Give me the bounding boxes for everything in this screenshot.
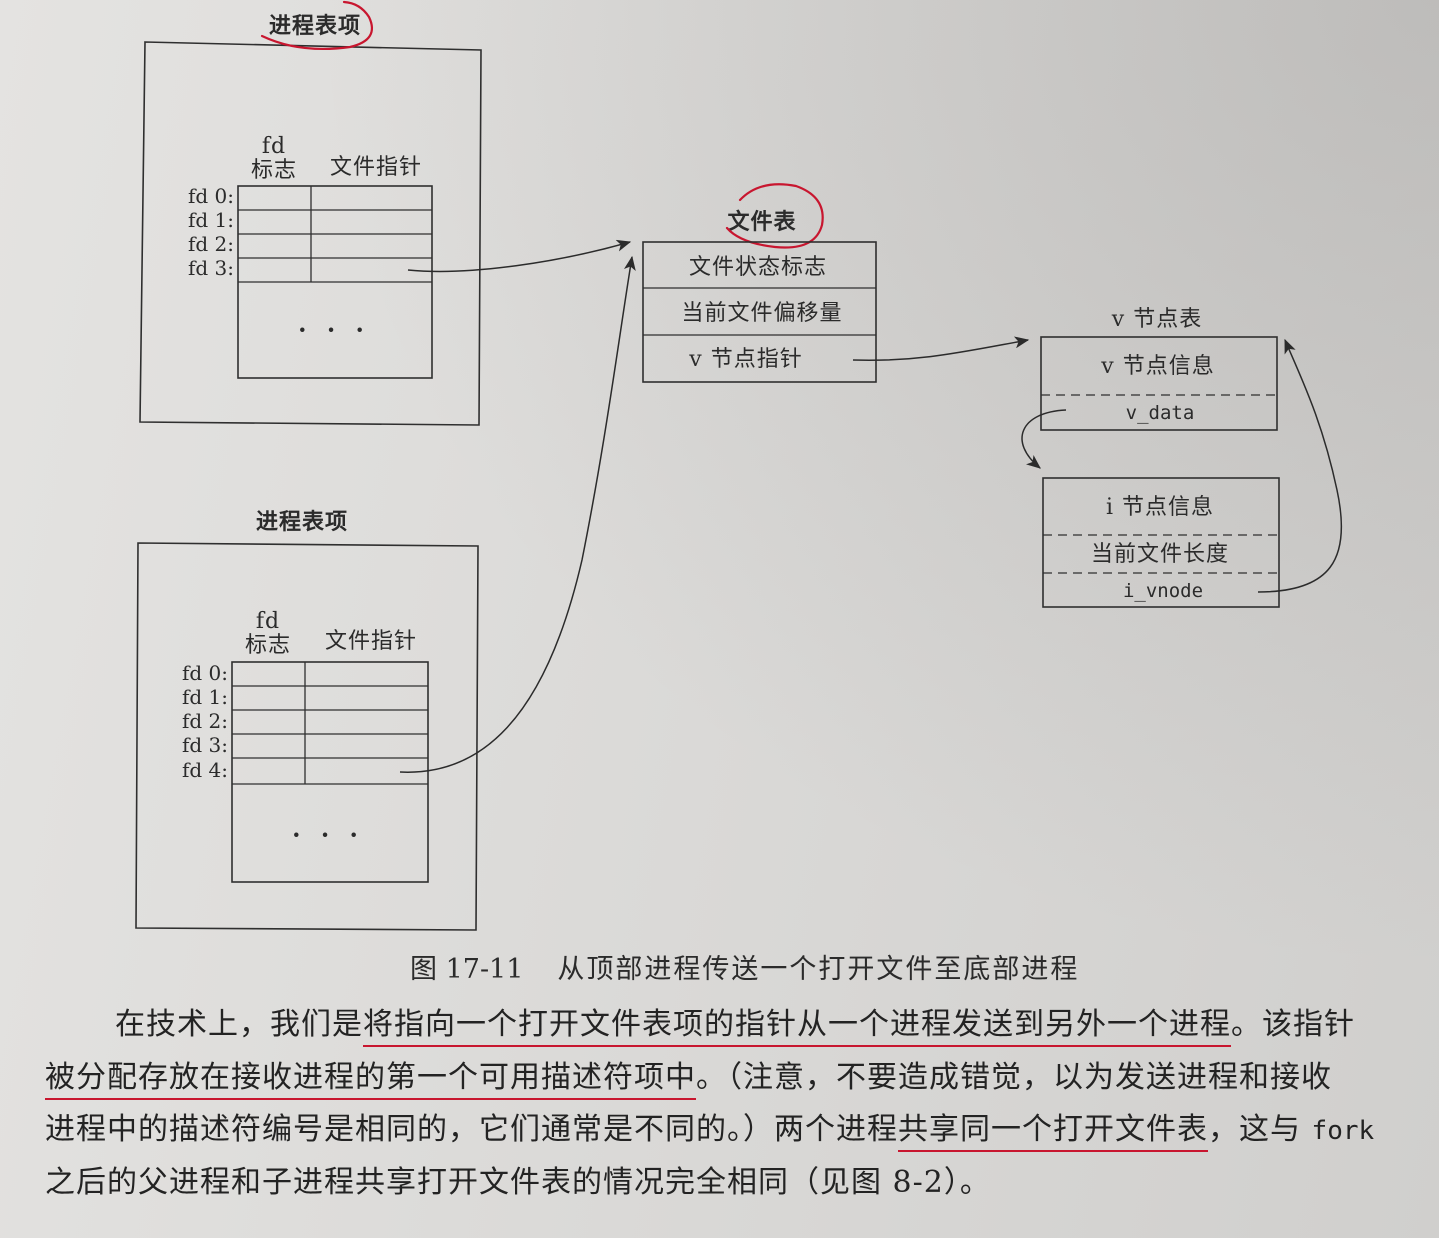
file-pointer-header: 文件指针 bbox=[325, 629, 417, 654]
fd-row-label: fd 0: bbox=[182, 661, 228, 685]
underlined-text-segment: 被分配存放在接收进程的第一个可用描述符项中 bbox=[45, 1060, 696, 1100]
bottom-process-entry: 进程表项 fd 标志 文件指针 fd 0: fd 1: fd 2: fd 3: … bbox=[135, 255, 636, 931]
figure-diagram: 进程表项 fd 标志 文件指针 fd 0: fd 1: fd 2: fd 3: … bbox=[135, 0, 1343, 931]
code-fork: fork bbox=[1311, 1116, 1375, 1146]
vnode-table: v 节点表 v 节点信息 v_data i 节点信息 当前文件长度 i_vnod… bbox=[1021, 307, 1343, 608]
fd-header: fd bbox=[262, 134, 286, 159]
figure-caption: 图 17-11 从顶部进程传送一个打开文件至底部进程 bbox=[410, 953, 1079, 987]
figure-number: 图 17-11 bbox=[410, 954, 524, 985]
inode-box bbox=[1042, 477, 1280, 608]
i-vnode-field: i_vnode bbox=[1123, 580, 1203, 602]
file-pointer-header: 文件指针 bbox=[330, 155, 422, 180]
flag-header: 标志 bbox=[251, 158, 297, 183]
fd-row-label: fd 1: bbox=[188, 208, 234, 232]
paragraph-line: 之后的父进程和子进程共享打开文件表的情况完全相同（见图 8-2）。 bbox=[45, 1164, 991, 1202]
fd-row-label: fd 2: bbox=[182, 709, 228, 733]
current-file-offset: 当前文件偏移量 bbox=[681, 301, 842, 326]
arrow-i-vnode-to-vnode bbox=[1257, 338, 1343, 593]
file-table-title: 文件表 bbox=[727, 209, 796, 235]
ellipsis: · · · bbox=[292, 820, 364, 849]
top-process-entry: 进程表项 fd 标志 文件指针 fd 0: fd 1: fd 2: fd 3: … bbox=[139, 0, 632, 426]
text-segment: 之后的父进程和子进程共享打开文件表的情况完全相同（见图 8-2）。 bbox=[45, 1165, 991, 1200]
arrow-file-table-to-vnode bbox=[852, 336, 1030, 361]
vnode-info: v 节点信息 bbox=[1100, 354, 1214, 379]
current-file-size: 当前文件长度 bbox=[1091, 542, 1229, 567]
arrow-v-data-to-inode bbox=[1021, 409, 1067, 469]
text-segment: ，这与 bbox=[1208, 1112, 1312, 1147]
bottom-process-entry-box bbox=[135, 542, 479, 931]
fd-header: fd bbox=[256, 609, 280, 634]
v-data-field: v_data bbox=[1126, 402, 1195, 424]
top-process-entry-title: 进程表项 bbox=[269, 13, 361, 39]
fd-row-label: fd 4: bbox=[182, 758, 228, 782]
bottom-process-entry-title: 进程表项 bbox=[256, 509, 348, 535]
underlined-text-segment: 将指向一个打开文件表项的指针从一个进程发送到另外一个进程 bbox=[363, 1007, 1231, 1047]
flag-header: 标志 bbox=[245, 633, 291, 658]
fd-row-label: fd 3: bbox=[188, 256, 234, 280]
underlined-text-segment: 共享同一个打开文件表 bbox=[898, 1112, 1208, 1152]
file-status-flags: 文件状态标志 bbox=[689, 255, 827, 280]
ellipsis: · · · bbox=[298, 315, 370, 344]
paragraph-line: 进程中的描述符编号是相同的，它们通常是不同的。）两个进程共享同一个打开文件表，这… bbox=[45, 1111, 1375, 1152]
descriptor-table bbox=[231, 661, 429, 883]
paragraph-line: 在技术上，我们是将指向一个打开文件表项的指针从一个进程发送到另外一个进程。该指针 bbox=[115, 1006, 1355, 1047]
vnode-pointer: v 节点指针 bbox=[688, 347, 802, 372]
vnode-table-title: v 节点表 bbox=[1111, 307, 1202, 332]
fd-row-label: fd 2: bbox=[188, 232, 234, 256]
fd-row-label: fd 0: bbox=[188, 184, 234, 208]
text-segment: 。该指针 bbox=[1231, 1007, 1355, 1042]
figure-caption-text: 从顶部进程传送一个打开文件至底部进程 bbox=[557, 954, 1080, 985]
file-table: 文件表 文件状态标志 当前文件偏移量 v 节点指针 bbox=[642, 183, 1030, 383]
text-segment: 进程中的描述符编号是相同的，它们通常是不同的。）两个进程 bbox=[45, 1112, 898, 1147]
arrow-top-fd3-to-file-table bbox=[407, 239, 632, 273]
red-circle-annotation bbox=[725, 183, 824, 249]
arrow-bottom-fd4-to-file-table bbox=[399, 255, 636, 773]
text-segment: 。（注意，不要造成错觉，以为发送进程和接收 bbox=[696, 1060, 1332, 1095]
top-process-entry-box bbox=[139, 41, 482, 426]
inode-info: i 节点信息 bbox=[1106, 495, 1214, 520]
fd-row-label: fd 3: bbox=[182, 733, 228, 757]
paragraph-line: 被分配存放在接收进程的第一个可用描述符项中。（注意，不要造成错觉，以为发送进程和… bbox=[45, 1059, 1332, 1100]
fd-row-label: fd 1: bbox=[182, 685, 228, 709]
red-circle-annotation bbox=[260, 0, 374, 51]
text-segment: 在技术上，我们是 bbox=[115, 1007, 363, 1042]
file-table-box bbox=[642, 241, 877, 383]
vnode-box bbox=[1040, 336, 1278, 431]
